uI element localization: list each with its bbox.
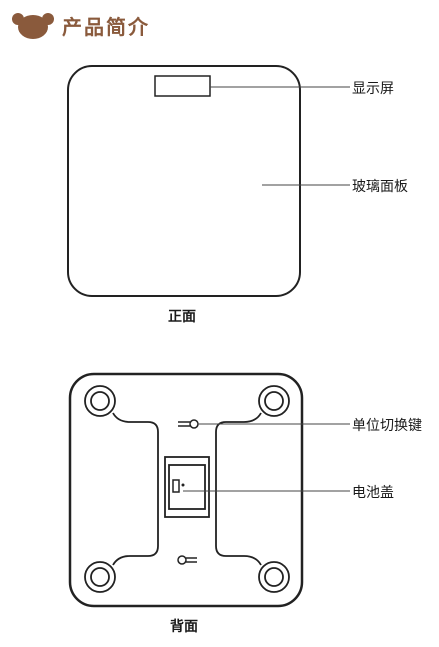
scale-front-view [67,65,350,297]
caption-front: 正面 [168,309,196,325]
bear-icon [12,13,54,39]
label-unit-switch: 单位切换键 [352,418,422,434]
foot-bottom-right [258,561,290,593]
scale-back-view [68,372,350,608]
display-window [154,75,211,97]
section-header: 产品简介 [10,8,150,42]
unit-switch-key [178,419,199,429]
battery-cover [164,456,210,518]
section-title: 产品简介 [62,14,150,39]
foot-bottom-left [84,561,116,593]
bottom-indicator-icon [177,555,197,565]
foot-top-left [84,385,116,417]
label-display: 显示屏 [352,81,394,97]
label-glass-panel: 玻璃面板 [352,179,408,195]
caption-back: 背面 [170,619,198,635]
foot-top-right [258,385,290,417]
label-battery-cover: 电池盖 [352,485,394,501]
